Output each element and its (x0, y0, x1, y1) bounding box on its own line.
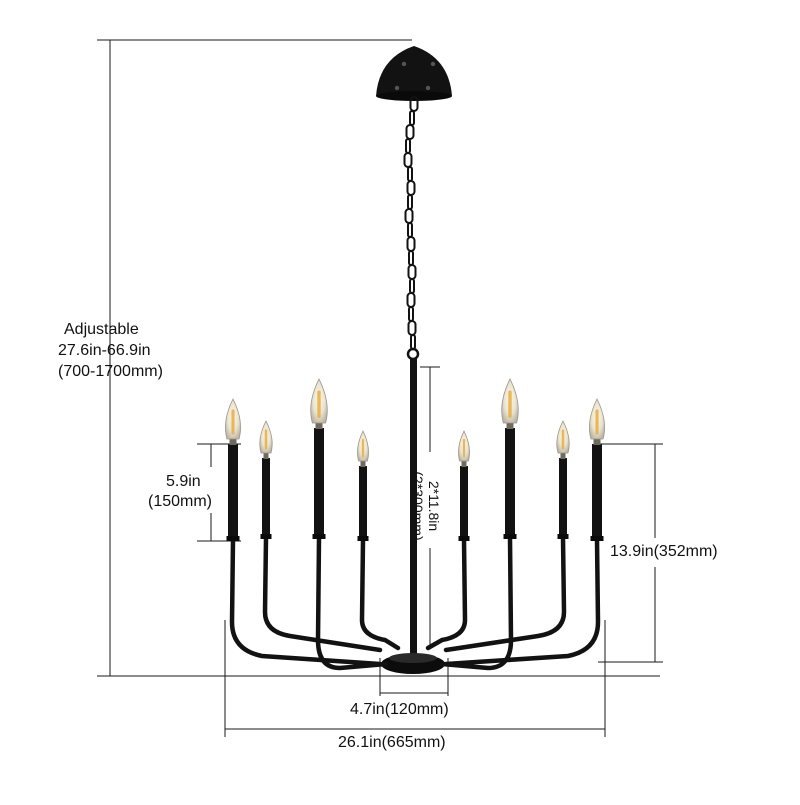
dimension-lines (97, 39, 663, 737)
candle-sleeve (228, 444, 238, 540)
chain-link (407, 222, 413, 238)
chain-link (408, 306, 414, 322)
canopy-screw (425, 85, 431, 91)
bulb-socket (461, 461, 467, 467)
canopy (376, 46, 452, 96)
adjustable-label: Adjustable (64, 321, 139, 338)
candle-arm (262, 535, 383, 653)
candle-arm (315, 535, 389, 671)
candle-arm (443, 535, 567, 653)
candle-height-in-label: 5.9in (166, 473, 201, 490)
chain-link (407, 264, 417, 280)
candle-arm (359, 537, 401, 651)
candle-cup (357, 536, 369, 541)
bulb-socket (593, 439, 601, 445)
bulbs (225, 378, 605, 462)
adjustable-range-mm-label: (700-1700mm) (58, 363, 163, 380)
candle-cup (590, 536, 604, 541)
body-height-label: 13.9in(352mm) (610, 543, 718, 560)
canopy-screw (394, 85, 400, 91)
chain-link (405, 124, 415, 140)
chain-link (403, 152, 413, 168)
bulb-socket (360, 461, 366, 467)
bulb-socket (506, 423, 514, 429)
rod-length-label: 2*11.8in (426, 480, 442, 532)
chain-link (407, 320, 417, 336)
chain-link (406, 236, 416, 252)
candle-sleeve (314, 428, 324, 538)
chain-link (407, 166, 413, 182)
chain-link (406, 292, 416, 308)
chain-link (407, 194, 413, 210)
candle-arm (425, 537, 468, 651)
candle-sleeve (460, 466, 468, 540)
overall-width-label: 26.1in(665mm) (338, 734, 446, 751)
candle-cup (503, 534, 517, 539)
candle-cup (226, 536, 240, 541)
center-hub-top (389, 653, 437, 663)
chain-link (409, 278, 415, 294)
candle-cup (260, 534, 272, 539)
bulb-socket (229, 439, 237, 445)
chain (403, 96, 419, 350)
bulb-socket (263, 453, 269, 459)
candle-sleeve (262, 458, 270, 538)
chain-link (410, 334, 416, 350)
candle-cup (458, 536, 470, 541)
canopy-screw (401, 61, 407, 67)
chain-hook (406, 347, 420, 361)
chain-link (408, 250, 414, 266)
candle-height-mm-label: (150mm) (148, 493, 213, 510)
chain-link (409, 110, 415, 126)
candle-cup (557, 534, 569, 539)
candle-arm (443, 537, 601, 667)
bulb-socket (315, 423, 323, 429)
candle-arm (229, 537, 383, 667)
candle-sleeve (559, 458, 567, 538)
center-hub-label: 4.7in(120mm) (350, 701, 449, 718)
bulb-socket (560, 453, 566, 459)
arms (229, 535, 601, 671)
candle-sleeve (359, 466, 367, 540)
chain-link (406, 180, 416, 196)
center-rod (410, 358, 417, 656)
rod-length-mm-label: (2*300mm) (410, 471, 426, 541)
candle-cup (312, 534, 326, 539)
candle-sleeves (226, 423, 604, 541)
adjustable-range-in-label: 27.6in-66.9in (58, 342, 151, 359)
candle-sleeve (592, 444, 602, 540)
chain-link (404, 208, 414, 224)
canopy-screw (430, 61, 436, 67)
chain-link (405, 138, 411, 154)
chandelier-fixture (225, 46, 605, 674)
candle-sleeve (505, 428, 515, 538)
